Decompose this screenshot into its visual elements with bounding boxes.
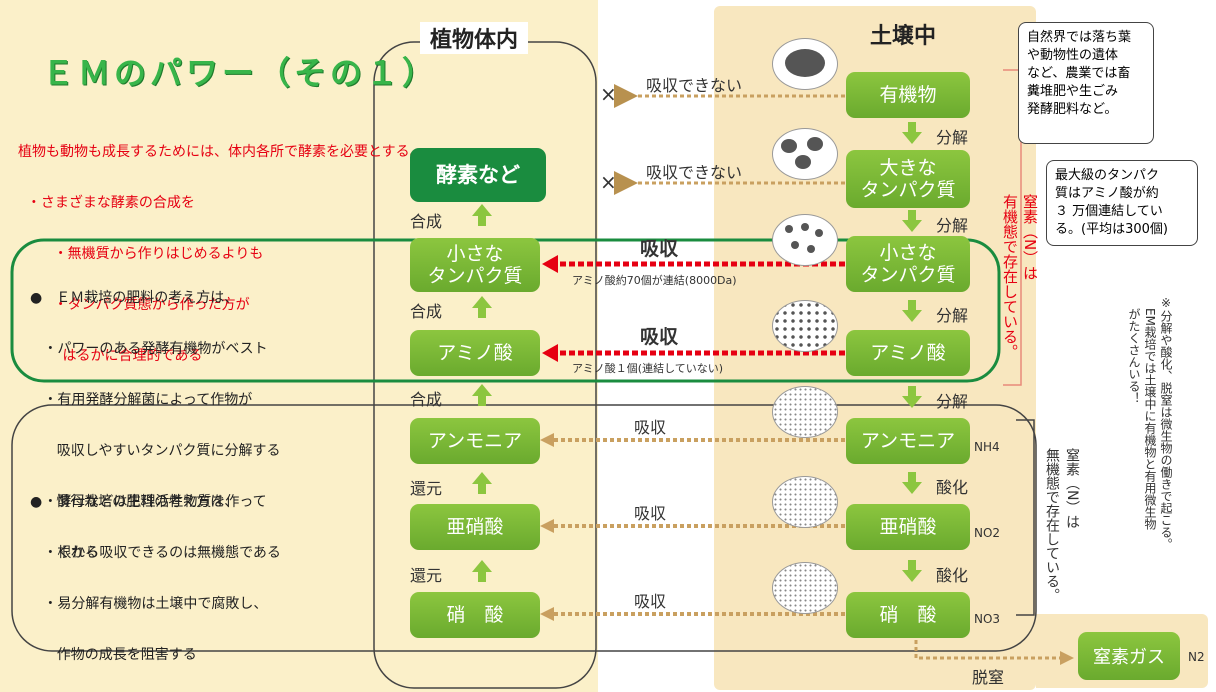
plant-enzyme-box: 酵素など — [410, 148, 546, 202]
soil-amino-acid-box: アミノ酸 — [846, 330, 970, 376]
nitrogen-gas-box: 窒素ガス — [1078, 632, 1180, 680]
note-protein-size: 最大級のタンパク 質はアミノ酸が約 ３ 万個連結してい る。(平均は300個) — [1046, 160, 1198, 246]
plant-small-protein-box: 小さな タンパク質 — [410, 238, 540, 292]
soil-nitrite-box: 亜硝酸 — [846, 504, 970, 550]
em-cultivation-bullets: ● ＥＭ栽培の肥料の考え方は、 ・パワーのある発酵有機物がベスト ・有用発酵分解… — [30, 256, 281, 579]
absorb-label: 吸収 — [634, 418, 667, 437]
soil-step-label: 分解 — [936, 216, 969, 235]
intro-line: ・さまざまな酵素の合成を — [18, 195, 195, 211]
bullet-line: くれる — [30, 545, 99, 561]
organic-matter-illustration — [772, 38, 838, 90]
soil-step-label: 分解 — [936, 128, 969, 147]
nitrite-illustration — [772, 476, 838, 528]
plant-column-title: 植物体内 — [420, 22, 529, 54]
nitrogen-inorganic-text: 窒素（N）は 無機態で存在している。 — [1044, 448, 1080, 602]
bullet-line: ● 慣行栽培の肥料の考え方は、 — [30, 494, 239, 510]
plant-ammonia-box: アンモニア — [410, 418, 540, 464]
intro-line: はるかに合理的である — [18, 348, 203, 364]
bullet-line: ・パワーのある発酵有機物がベスト — [30, 341, 268, 357]
ammonia-illustration — [772, 386, 838, 438]
denitrification-label: 脱窒 — [972, 668, 1005, 687]
bullet-line: 作物の成長を阻害する — [30, 647, 197, 663]
bullet-line: 吸収しやすいタンパク質に分解する — [30, 443, 281, 459]
amino-acid-illustration — [772, 300, 838, 352]
soil-column-title: 土壌中 — [870, 24, 937, 49]
soil-large-protein-box: 大きな タンパク質 — [846, 150, 970, 208]
formula-nh4: NH4 — [974, 440, 1000, 454]
formula-no3: NO3 — [974, 612, 1001, 626]
intro-line: 植物も動物も成長するためには、体内各所で酵素を必要とする。 — [18, 144, 424, 160]
soil-step-label: 酸化 — [936, 478, 969, 497]
absorb-label: 吸収 — [634, 504, 667, 523]
plant-nitrite-box: 亜硝酸 — [410, 504, 540, 550]
bullet-line: ● ＥＭ栽培の肥料の考え方は、 — [30, 290, 239, 306]
soil-step-label: 分解 — [936, 392, 969, 411]
small-protein-illustration — [772, 214, 838, 266]
cross-mark: × — [600, 170, 617, 194]
formula-no2: NO2 — [974, 526, 1001, 540]
soil-ammonia-box: アンモニア — [846, 418, 970, 464]
soil-nitrate-box: 硝 酸 — [846, 592, 970, 638]
page-title: ＥＭのパワー（その１） — [42, 54, 439, 92]
bullet-line: ・易分解有機物は土壌中で腐敗し、 — [30, 596, 268, 612]
absorb-label: 吸収 — [634, 592, 667, 611]
conventional-cultivation-bullets: ● 慣行栽培の肥料の考え方は、 ・根から吸収できるのは無機態である ・易分解有機… — [30, 460, 281, 681]
formula-n2: N2 — [1188, 650, 1205, 664]
amino-chain-note: アミノ酸約70個が連結(8000Da) — [572, 274, 737, 287]
plant-amino-acid-box: アミノ酸 — [410, 330, 540, 376]
nitrate-illustration — [772, 562, 838, 614]
bullet-line: ・有用発酵分解菌によって作物が — [30, 392, 253, 408]
plant-step-label: 還元 — [410, 479, 443, 498]
cross-mark: × — [600, 82, 617, 106]
absorb-red-label: 吸収 — [640, 238, 679, 260]
soil-small-protein-box: 小さな タンパク質 — [846, 236, 970, 292]
conventional-outline — [11, 404, 1037, 652]
soil-step-label: 酸化 — [936, 566, 969, 585]
nitrogen-organic-text: 窒素（N）は 有機態で存在している。 — [1001, 194, 1039, 359]
large-protein-illustration — [772, 128, 838, 180]
bullet-line: ・根から吸収できるのは無機態である — [30, 545, 281, 561]
soil-step-label: 分解 — [936, 306, 969, 325]
microbe-side-note: ※分解や酸化、脱窒は微生物の働きで起こる。 EM栽培では土壌中に有機物と有用微生… — [1127, 296, 1173, 550]
note-organic-sources: 自然界では落ち葉 や動物性の遺体 など、農業では畜 糞堆肥や生ごみ 発酵肥料など… — [1018, 22, 1154, 144]
cannot-absorb-label: 吸収できない — [646, 163, 743, 182]
intro-line: ・タンパク質態から作った方が — [18, 297, 250, 313]
cannot-absorb-label: 吸収できない — [646, 76, 743, 95]
plant-step-label: 合成 — [410, 302, 443, 321]
intro-line: ・無機質から作りはじめるよりも — [18, 246, 264, 262]
bullet-line: ・酵母などは生理活性物質を作って — [30, 494, 267, 510]
absorb-red-label: 吸収 — [640, 326, 679, 348]
plant-nitrate-box: 硝 酸 — [410, 592, 540, 638]
amino-single-note: アミノ酸１個(連結していない) — [572, 362, 724, 375]
plant-step-label: 合成 — [410, 212, 443, 231]
plant-step-label: 合成 — [410, 390, 443, 409]
soil-organic-box: 有機物 — [846, 72, 970, 118]
intro-text: 植物も動物も成長するためには、体内各所で酵素を必要とする。 ・さまざまな酵素の合… — [18, 110, 424, 382]
plant-step-label: 還元 — [410, 566, 443, 585]
